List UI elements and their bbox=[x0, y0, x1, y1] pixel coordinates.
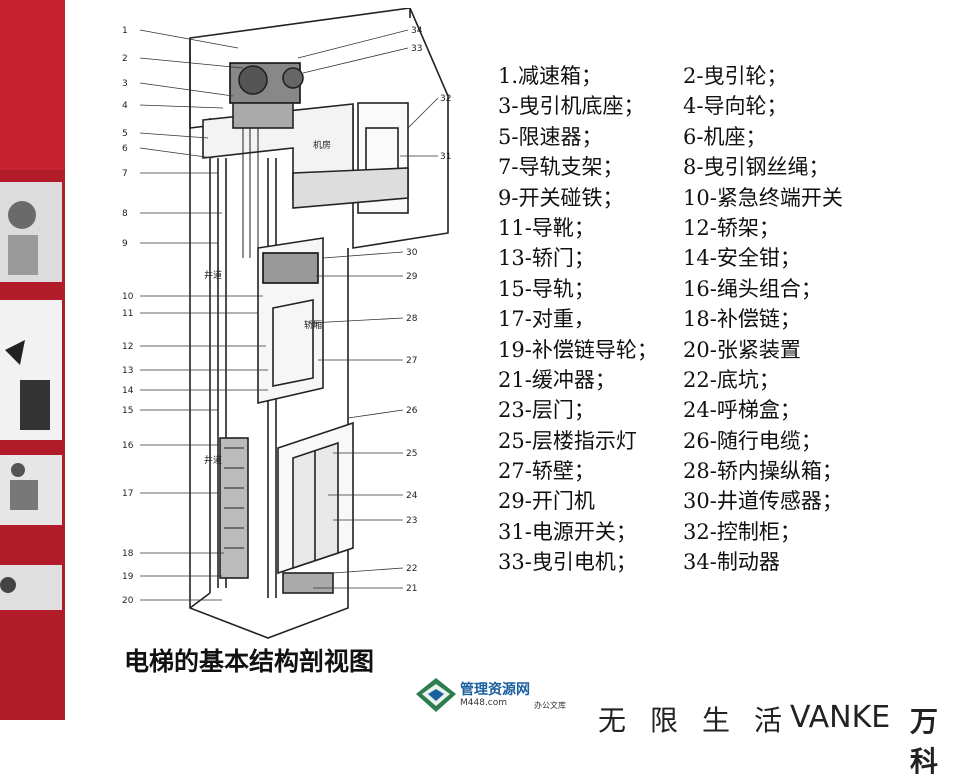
callout-number: 20 bbox=[122, 596, 134, 606]
callout-number: 27 bbox=[406, 356, 417, 366]
callout-number: 3 bbox=[122, 79, 128, 89]
callout-number: 9 bbox=[122, 239, 128, 249]
callout-number: 29 bbox=[406, 272, 418, 282]
legend-item: 4-导向轮； bbox=[683, 94, 788, 119]
logo-tagline: 办公文库 bbox=[534, 701, 566, 710]
legend-item: 13-轿门； bbox=[498, 246, 595, 271]
legend-item: 25-层楼指示灯 bbox=[498, 428, 637, 453]
logo-diamond-icon bbox=[416, 678, 456, 712]
machine-room-text: 机房 bbox=[313, 139, 331, 151]
legend-item: 30-井道传感器； bbox=[683, 489, 843, 514]
legend-item: 15-导轨； bbox=[498, 276, 595, 301]
legend-item: 17-对重， bbox=[498, 307, 595, 332]
legend-item: 5-限速器； bbox=[498, 124, 603, 149]
brand-name-en: VANKE bbox=[790, 700, 891, 735]
callout-number: 24 bbox=[406, 491, 418, 501]
callout-number: 15 bbox=[122, 406, 133, 416]
legend-item: 7-导轨支架； bbox=[498, 155, 624, 180]
callout-number: 8 bbox=[122, 209, 128, 219]
shaft-text: 井道 bbox=[204, 269, 222, 281]
callout-number: 13 bbox=[122, 366, 133, 376]
legend-item: 19-补偿链导轮； bbox=[498, 337, 658, 362]
callout-number: 32 bbox=[440, 94, 451, 104]
callout-number: 19 bbox=[122, 572, 134, 582]
legend-item: 2-曳引轮； bbox=[683, 64, 788, 88]
callout-number: 11 bbox=[122, 309, 133, 319]
callout-number: 23 bbox=[406, 516, 417, 526]
legend-item: 14-安全钳； bbox=[683, 246, 801, 271]
callout-number: 18 bbox=[122, 549, 134, 559]
legend-item: 22-底坑； bbox=[683, 367, 780, 392]
legend-item: 27-轿壁； bbox=[498, 459, 595, 484]
callout-number: 30 bbox=[406, 248, 418, 258]
car-text: 轿厢 bbox=[304, 319, 322, 331]
legend-item: 26-随行电缆； bbox=[683, 428, 822, 453]
callout-number: 14 bbox=[122, 386, 134, 396]
legend-item: 31-电源开关； bbox=[498, 519, 637, 544]
legend-item: 18-补偿链； bbox=[683, 307, 801, 332]
callout-number: 21 bbox=[406, 584, 417, 594]
callout-number: 33 bbox=[411, 44, 422, 54]
callout-number: 28 bbox=[406, 314, 418, 324]
callout-number: 1 bbox=[122, 26, 128, 36]
left-photo-strip bbox=[0, 0, 65, 720]
legend-item: 24-呼梯盒； bbox=[683, 398, 801, 423]
legend-item: 34-制动器 bbox=[683, 550, 780, 575]
callout-number: 6 bbox=[122, 144, 128, 154]
callout-number: 34 bbox=[411, 26, 423, 36]
callout-number: 10 bbox=[122, 292, 134, 302]
legend-item: 23-层门； bbox=[498, 398, 595, 423]
legend-item: 3-曳引机底座； bbox=[498, 94, 645, 119]
legend-item: 29-开门机 bbox=[498, 489, 595, 514]
legend-item: 33-曳引电机； bbox=[498, 550, 637, 575]
legend-item: 6-机座； bbox=[683, 124, 767, 149]
logo-url: M448.com bbox=[460, 698, 508, 708]
callout-number: 7 bbox=[122, 169, 128, 179]
callout-number: 2 bbox=[122, 54, 128, 64]
callout-number: 31 bbox=[440, 152, 451, 162]
legend-item: 16-绳头组合； bbox=[683, 276, 822, 301]
legend-item: 28-轿内操纵箱； bbox=[683, 459, 843, 484]
callout-number: 4 bbox=[122, 101, 128, 111]
callout-number: 17 bbox=[122, 489, 133, 499]
brand-slogan: 无限生活 bbox=[598, 704, 807, 737]
logo-name: 管理资源网 bbox=[460, 682, 530, 698]
legend-item: 1.减速箱； bbox=[498, 64, 603, 88]
legend-item: 21-缓冲器； bbox=[498, 367, 616, 392]
footer-branding: 管理资源网 M448.com 办公文库 无限生活 VANKE 万科 bbox=[410, 676, 960, 778]
diagram-caption: 电梯的基本结构剖视图 bbox=[124, 647, 375, 676]
callout-number: 16 bbox=[122, 441, 134, 451]
legend-item: 8-曳引钢丝绳； bbox=[683, 155, 830, 180]
shaft-lower-text: 井道 bbox=[204, 454, 222, 466]
callout-number: 5 bbox=[122, 129, 128, 139]
legend-item: 20-张紧装置 bbox=[683, 337, 801, 362]
callout-number: 26 bbox=[406, 406, 418, 416]
callout-number: 22 bbox=[406, 564, 417, 574]
callout-number: 25 bbox=[406, 449, 417, 459]
callout-number: 12 bbox=[122, 342, 133, 352]
legend-item: 11-导靴； bbox=[498, 215, 595, 240]
legend-item: 32-控制柜； bbox=[683, 519, 801, 544]
legend-item: 10-紧急终端开关 bbox=[683, 185, 843, 210]
brand-name-cn: 万科 bbox=[910, 705, 939, 778]
legend-item: 12-轿架； bbox=[683, 215, 780, 240]
legend-item: 9-开关碰铁； bbox=[498, 185, 624, 210]
